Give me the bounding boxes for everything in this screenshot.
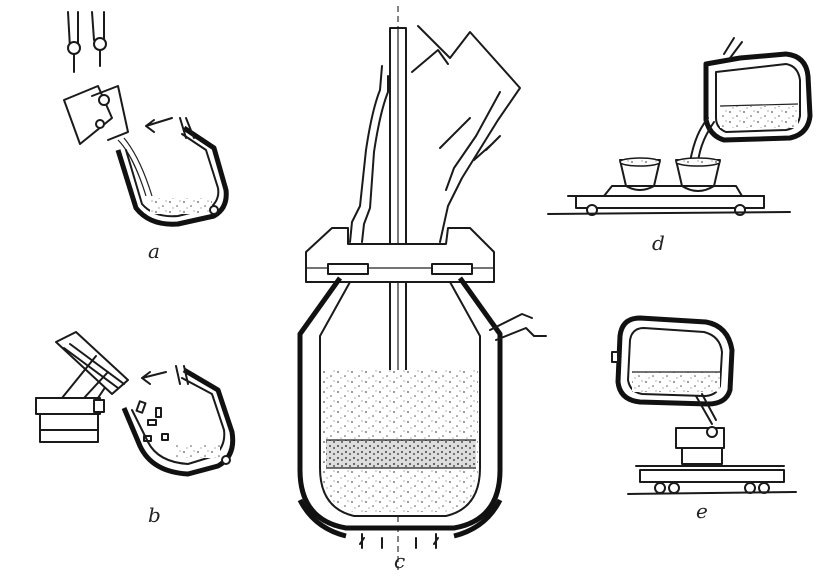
panel-b-scrap-charging: b [35,331,236,527]
label-c: c [394,549,405,573]
label-e: e [696,499,708,523]
panel-d-tapping-into-ladles: d [547,37,813,255]
panel-a-crane-ladle-charging: a [63,11,229,263]
label-d: d [652,231,665,255]
label-b: b [148,503,161,527]
panel-e-slag-pouring: e [611,315,797,523]
label-a: a [148,239,160,263]
panel-c-converter-oxygen-lance: c [297,6,547,573]
